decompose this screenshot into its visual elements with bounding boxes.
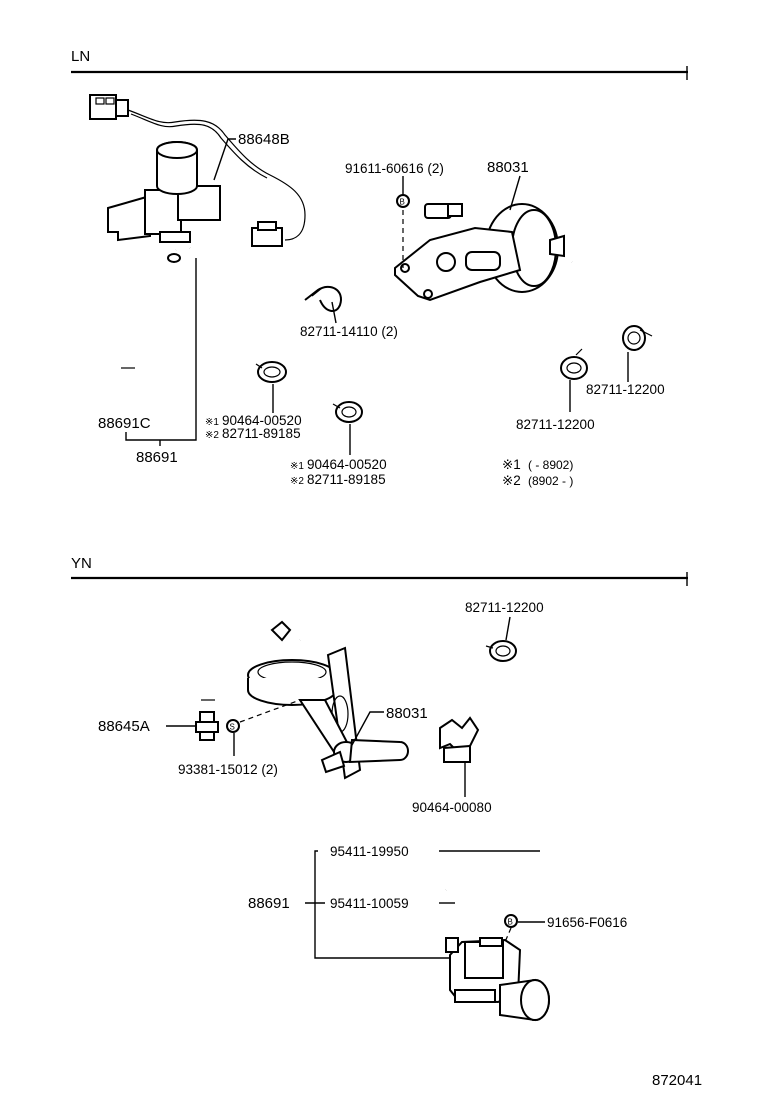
yn-section: YN	[71, 555, 688, 1022]
ln-section: LN	[71, 48, 688, 488]
clamp-82711-12200-yn-icon	[485, 640, 517, 662]
legend-mark-2: ※2	[502, 473, 521, 488]
vsv-valve-icon	[107, 141, 221, 243]
bolt-93381-icon	[226, 719, 240, 733]
label-95411-19950: 95411-19950	[330, 844, 409, 859]
bolt-91656-icon	[504, 914, 518, 928]
label-88691: 88691	[136, 449, 178, 466]
legend-mark-1: ※1	[502, 457, 521, 472]
figure-number: 872041	[652, 1072, 702, 1089]
wire-harness-inner	[130, 113, 268, 179]
leader-88648b	[213, 138, 236, 181]
label-82711-89185-b: 82711-89185	[307, 472, 386, 487]
hose-joint-icon	[270, 620, 292, 642]
label-90464-00080: 90464-00080	[412, 800, 492, 815]
clamp-82711-14110-icon	[304, 285, 342, 312]
label-88691c: 88691C	[98, 415, 151, 432]
label-82711-12200-yn: 82711-12200	[465, 600, 544, 615]
bolt-93381-guide	[239, 699, 301, 723]
leader-82711-12200-yn	[505, 616, 511, 641]
mark-2-b: ※2	[290, 476, 304, 487]
plug-icon	[251, 221, 283, 247]
hose-nipple	[167, 253, 181, 263]
label-88645a: 88645A	[98, 718, 150, 735]
mark-1-b: ※1	[290, 461, 304, 472]
leader-82711-14110	[331, 301, 337, 324]
mark-1-a: ※1	[205, 417, 219, 428]
hose-95411-10059	[299, 632, 535, 894]
label-90464-00520-a: 90464-00520	[222, 413, 302, 428]
label-82711-14110: 82711-14110 (2)	[300, 324, 398, 339]
label-95411-10059: 95411-10059	[330, 896, 409, 911]
hose-95411-19950	[278, 612, 563, 942]
label-93381-15012: 93381-15012 (2)	[178, 762, 278, 777]
label-91656-f0616: 91656-F0616	[547, 915, 627, 930]
leader-88691-yn-bracket	[314, 850, 450, 959]
fitting-88645a-icon	[195, 711, 219, 741]
egr-modulator-yn-icon	[247, 646, 409, 780]
label-82711-12200-b: 82711-12200	[586, 382, 665, 397]
clamp-90464-b-icon	[332, 401, 363, 423]
label-91611-60616: 91611-60616 (2)	[345, 161, 444, 176]
bolt-b-mark: B	[400, 198, 405, 207]
leader-88691-bracket	[125, 258, 197, 441]
label-88691-yn: 88691	[248, 895, 290, 912]
hose-88691c	[121, 249, 183, 369]
clip-90464-00080-icon	[439, 716, 480, 763]
connector-icon	[89, 94, 129, 120]
wire-harness	[127, 109, 306, 241]
ln-section-title: LN	[71, 48, 90, 65]
clamp-82711-12200-b-icon	[622, 325, 653, 351]
label-88031-yn: 88031	[386, 705, 428, 722]
label-88648b: 88648B	[238, 131, 290, 148]
vsv-valve-yn-icon	[445, 937, 550, 1022]
legend-range-2: (8902 - )	[528, 474, 573, 488]
yn-section-title: YN	[71, 555, 92, 572]
label-82711-89185-a: 82711-89185	[222, 426, 301, 441]
hose-88691	[187, 242, 616, 402]
bolt-93381-s-mark: S	[230, 723, 235, 732]
label-88031: 88031	[487, 159, 529, 176]
egr-modulator-icon	[394, 203, 565, 302]
clamp-90464-a-icon	[255, 361, 287, 383]
label-82711-12200-a: 82711-12200	[516, 417, 595, 432]
leader-88031-yn	[351, 711, 384, 746]
bolt-91656-guide	[504, 927, 512, 943]
clamp-82711-12200-a-icon	[560, 348, 588, 380]
bolt-91656-b-mark: B	[508, 918, 513, 927]
legend-range-1: ( - 8902)	[528, 458, 573, 472]
mark-2-a: ※2	[205, 430, 219, 441]
leader-88031	[509, 175, 521, 211]
label-90464-00520-b: 90464-00520	[307, 457, 387, 472]
